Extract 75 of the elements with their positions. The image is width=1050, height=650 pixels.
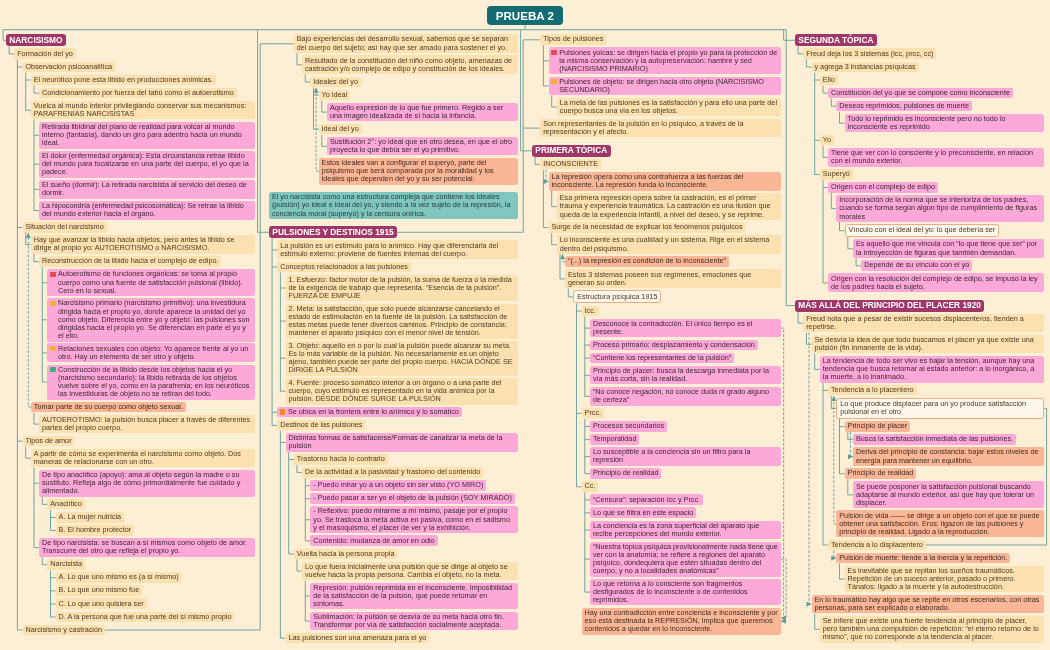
- connector-line: [814, 353, 821, 370]
- connector-line: [855, 257, 862, 267]
- connector-line: [296, 464, 303, 474]
- connector-line: [822, 179, 829, 284]
- connector-line: [542, 44, 550, 87]
- connector-line: [8, 45, 15, 55]
- main-topic: SEGUNDA TÓPICA: [795, 34, 877, 47]
- connector-line: [805, 58, 813, 68]
- connector-line: [41, 496, 48, 505]
- connector-line: [25, 446, 32, 459]
- connector-line: [33, 467, 40, 549]
- connector-line: [304, 477, 311, 542]
- connector-line: [567, 287, 574, 298]
- connector-line: [839, 418, 846, 475]
- connector-line: [33, 119, 40, 211]
- connector-line: [822, 382, 829, 546]
- connector-line: [534, 156, 541, 165]
- connector-line: [104, 43, 295, 631]
- main-topic: NARCISISMO: [6, 34, 66, 47]
- connector-line: [797, 311, 804, 324]
- connector-line: [559, 253, 566, 280]
- connector-line: [584, 316, 591, 397]
- connector-line: [25, 232, 32, 246]
- connector-line: [797, 45, 804, 55]
- connector-line: [542, 169, 550, 229]
- connector-line: [814, 613, 821, 630]
- connector-line: [396, 39, 541, 233]
- connector-line: [822, 145, 829, 158]
- connector-line: [925, 408, 1048, 546]
- connector-line: [584, 491, 591, 593]
- highlighted-topic: [47, 269, 255, 297]
- highlighted-topic: [548, 76, 781, 96]
- connector-line: [847, 431, 854, 441]
- connector-line: [839, 563, 846, 580]
- connector-line: [584, 418, 591, 475]
- connector-line: [50, 509, 57, 531]
- connector-line: [304, 580, 311, 622]
- connector-line: [822, 85, 829, 94]
- connector-line: [847, 236, 854, 250]
- connector-line: [25, 72, 32, 111]
- connector-line: [33, 253, 40, 263]
- connector-line: [296, 559, 303, 572]
- main-topic: PRIMERA TÓPICA: [532, 144, 611, 157]
- connector-line: [839, 111, 846, 124]
- connector-line: [41, 556, 48, 566]
- connector-line: [2, 24, 796, 307]
- connector-line: [551, 95, 558, 108]
- connector-line: [830, 192, 837, 210]
- connector-line: [805, 332, 813, 345]
- connector-line: [33, 412, 40, 425]
- connector-line: [271, 237, 278, 426]
- connector-line: [279, 272, 287, 392]
- connector-line: [551, 232, 558, 246]
- connector-line: [576, 302, 583, 488]
- connector-line: [304, 73, 311, 83]
- highlighted-topic: [47, 343, 255, 363]
- connector-line: [321, 100, 328, 113]
- connector-line: [41, 266, 48, 383]
- connector-line: [847, 478, 854, 496]
- highlighted-topic: [277, 406, 462, 418]
- connector-line: [814, 72, 821, 175]
- connector-line: [16, 58, 24, 631]
- main-topic: MÁS ALLÁ DEL PRINCIPIO DEL PLACER 1920: [795, 299, 985, 312]
- connector-line: [50, 569, 57, 618]
- connector-line: [313, 87, 320, 130]
- connector-line: [830, 98, 837, 107]
- connector-line: [288, 451, 295, 555]
- central-topic: PRUEBA 2: [486, 6, 564, 25]
- connector-line: [279, 430, 287, 639]
- connector-line: [33, 85, 40, 94]
- connector-line: [551, 190, 558, 208]
- main-topic: PULSIONES Y DESTINOS 1915: [269, 226, 398, 239]
- connector-line: [321, 134, 328, 147]
- connector-line: [839, 221, 846, 232]
- connector-line: [296, 52, 303, 66]
